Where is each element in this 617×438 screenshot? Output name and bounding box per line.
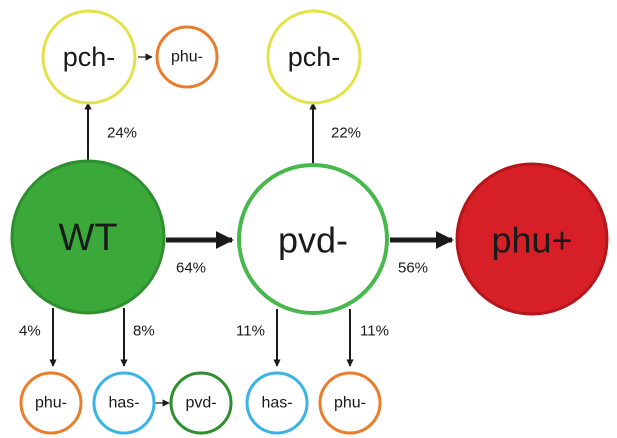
node-phu-pvd-label: phu- [334,395,366,412]
node-has-pvd-circle [245,371,309,435]
node-pch-pvd-label: pch- [288,42,341,72]
node-phu-pvd-circle [318,371,382,435]
pct-pvd-to-pch: 22% [331,125,361,142]
node-wt-label: WT [58,217,117,259]
node-phu-plus-label: phu+ [491,220,572,261]
node-pvd-from-has-circle [169,371,233,435]
node-pvd-main-label: pvd- [278,220,348,261]
pct-pvd-to-phu: 11% [360,323,389,340]
pct-wt-to-pch: 24% [107,125,137,142]
node-phu-from-pch-circle [155,25,219,89]
pct-wt-to-pvd: 64% [176,260,206,277]
node-wt-circle [10,159,166,315]
node-phu-from-pch-label: phu- [171,49,203,66]
pct-wt-to-phu: 4% [19,323,41,340]
node-has-wt-circle [92,371,156,435]
node-pch-wt-circle [41,9,137,105]
pct-pvd-to-phu-plus: 56% [398,260,428,277]
node-pvd-main-circle [237,163,389,315]
node-phu-plus-circle [455,162,609,316]
pct-pvd-to-has: 11% [236,323,265,340]
node-phu-wt-circle [19,371,83,435]
node-pvd-from-has-label: pvd- [185,395,216,412]
pct-wt-to-has: 8% [133,323,155,340]
node-pch-wt-label: pch- [63,42,116,72]
node-has-pvd-label: has- [261,395,292,412]
node-phu-wt-label: phu- [35,395,67,412]
node-pch-pvd-circle [266,9,362,105]
node-has-wt-label: has- [108,395,139,412]
